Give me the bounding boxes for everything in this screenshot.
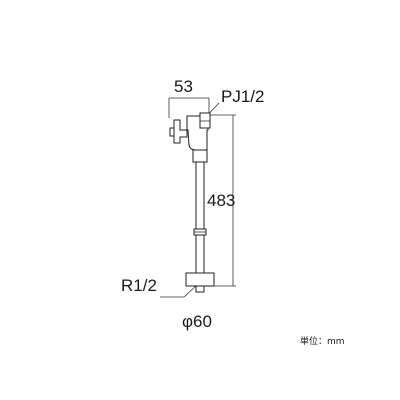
inlet-thread-label: R1/2 xyxy=(121,276,157,295)
height-label: 483 xyxy=(207,191,235,210)
base-block xyxy=(185,272,215,287)
neck xyxy=(192,149,208,163)
faucet-body xyxy=(169,112,215,293)
handle-knob xyxy=(173,119,188,144)
lower-pipe xyxy=(195,234,205,274)
height-dimension xyxy=(209,114,236,287)
unit-note: 単位：mm xyxy=(300,335,345,347)
inlet-stub xyxy=(195,285,205,293)
base-diameter-label: φ60 xyxy=(182,312,212,331)
outlet-nut xyxy=(199,112,211,129)
outlet-thread-label: PJ1/2 xyxy=(221,87,264,106)
top-width-label: 53 xyxy=(174,77,193,96)
handle-pin xyxy=(169,127,175,137)
upper-pipe xyxy=(195,161,205,230)
